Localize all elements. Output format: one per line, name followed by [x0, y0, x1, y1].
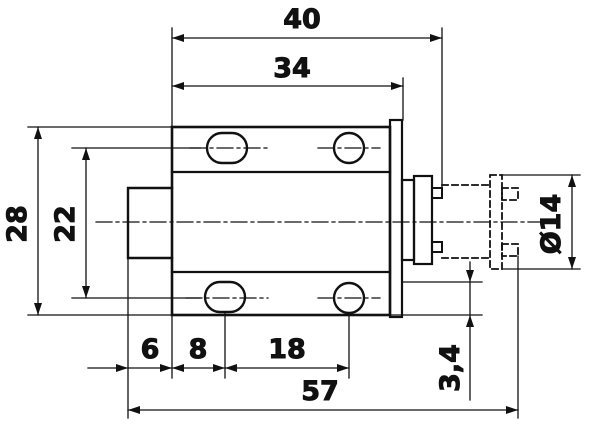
mounting-holes	[203, 131, 366, 315]
arrowheads	[34, 34, 576, 414]
flange	[400, 178, 416, 262]
latch-body	[126, 118, 443, 319]
slot-hole-bottom-left	[203, 280, 247, 314]
dim-label-22: 22	[50, 205, 81, 243]
dim-label-8: 8	[189, 334, 208, 365]
end-plate	[388, 118, 404, 319]
dimension-lines	[27, 27, 581, 419]
dim-label-57: 57	[301, 376, 339, 407]
cap-phantom-pin-bottom	[501, 243, 519, 257]
plunger	[126, 186, 174, 260]
dim-label-3-4: 3,4	[435, 344, 466, 392]
dim-label-d14: Ø14	[536, 194, 567, 255]
stem-pin-bottom	[431, 241, 443, 253]
stem	[412, 174, 434, 266]
dim-label-34: 34	[273, 53, 311, 84]
dim-label-18: 18	[268, 334, 306, 365]
dim-label-6: 6	[141, 334, 160, 365]
cap-phantom-pin-top	[501, 187, 519, 201]
dim-label-28: 28	[2, 205, 33, 243]
center-lines	[95, 147, 541, 299]
stem-pin-top	[431, 187, 443, 199]
dim-label-40: 40	[283, 4, 321, 35]
